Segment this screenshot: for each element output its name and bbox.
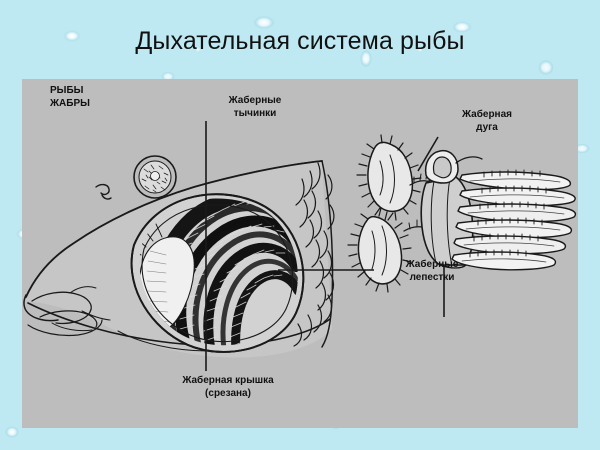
fish-head-figure xyxy=(23,155,335,358)
leader-gill-arch xyxy=(417,136,439,172)
label-gill-rakers: Жаберные тычинки xyxy=(228,95,282,119)
fish-respiratory-diagram xyxy=(23,121,577,371)
gill-filaments xyxy=(451,169,577,271)
page-title: Дыхательная система рыбы xyxy=(135,27,465,55)
label-operculum: Жаберная крышка (срезана) xyxy=(182,375,274,399)
label-gill-filaments: Жаберные лепестки xyxy=(405,259,459,283)
label-gill-arch: Жаберная дуга xyxy=(461,109,512,133)
caption-line-1: РЫБЫ xyxy=(50,85,84,96)
leader-lines xyxy=(205,121,445,371)
caption-line-2: ЖАБРЫ xyxy=(50,97,90,109)
gill-arch-figure xyxy=(347,134,577,293)
fish-nostril-icon xyxy=(95,183,112,200)
fish-eye-icon xyxy=(133,155,177,199)
